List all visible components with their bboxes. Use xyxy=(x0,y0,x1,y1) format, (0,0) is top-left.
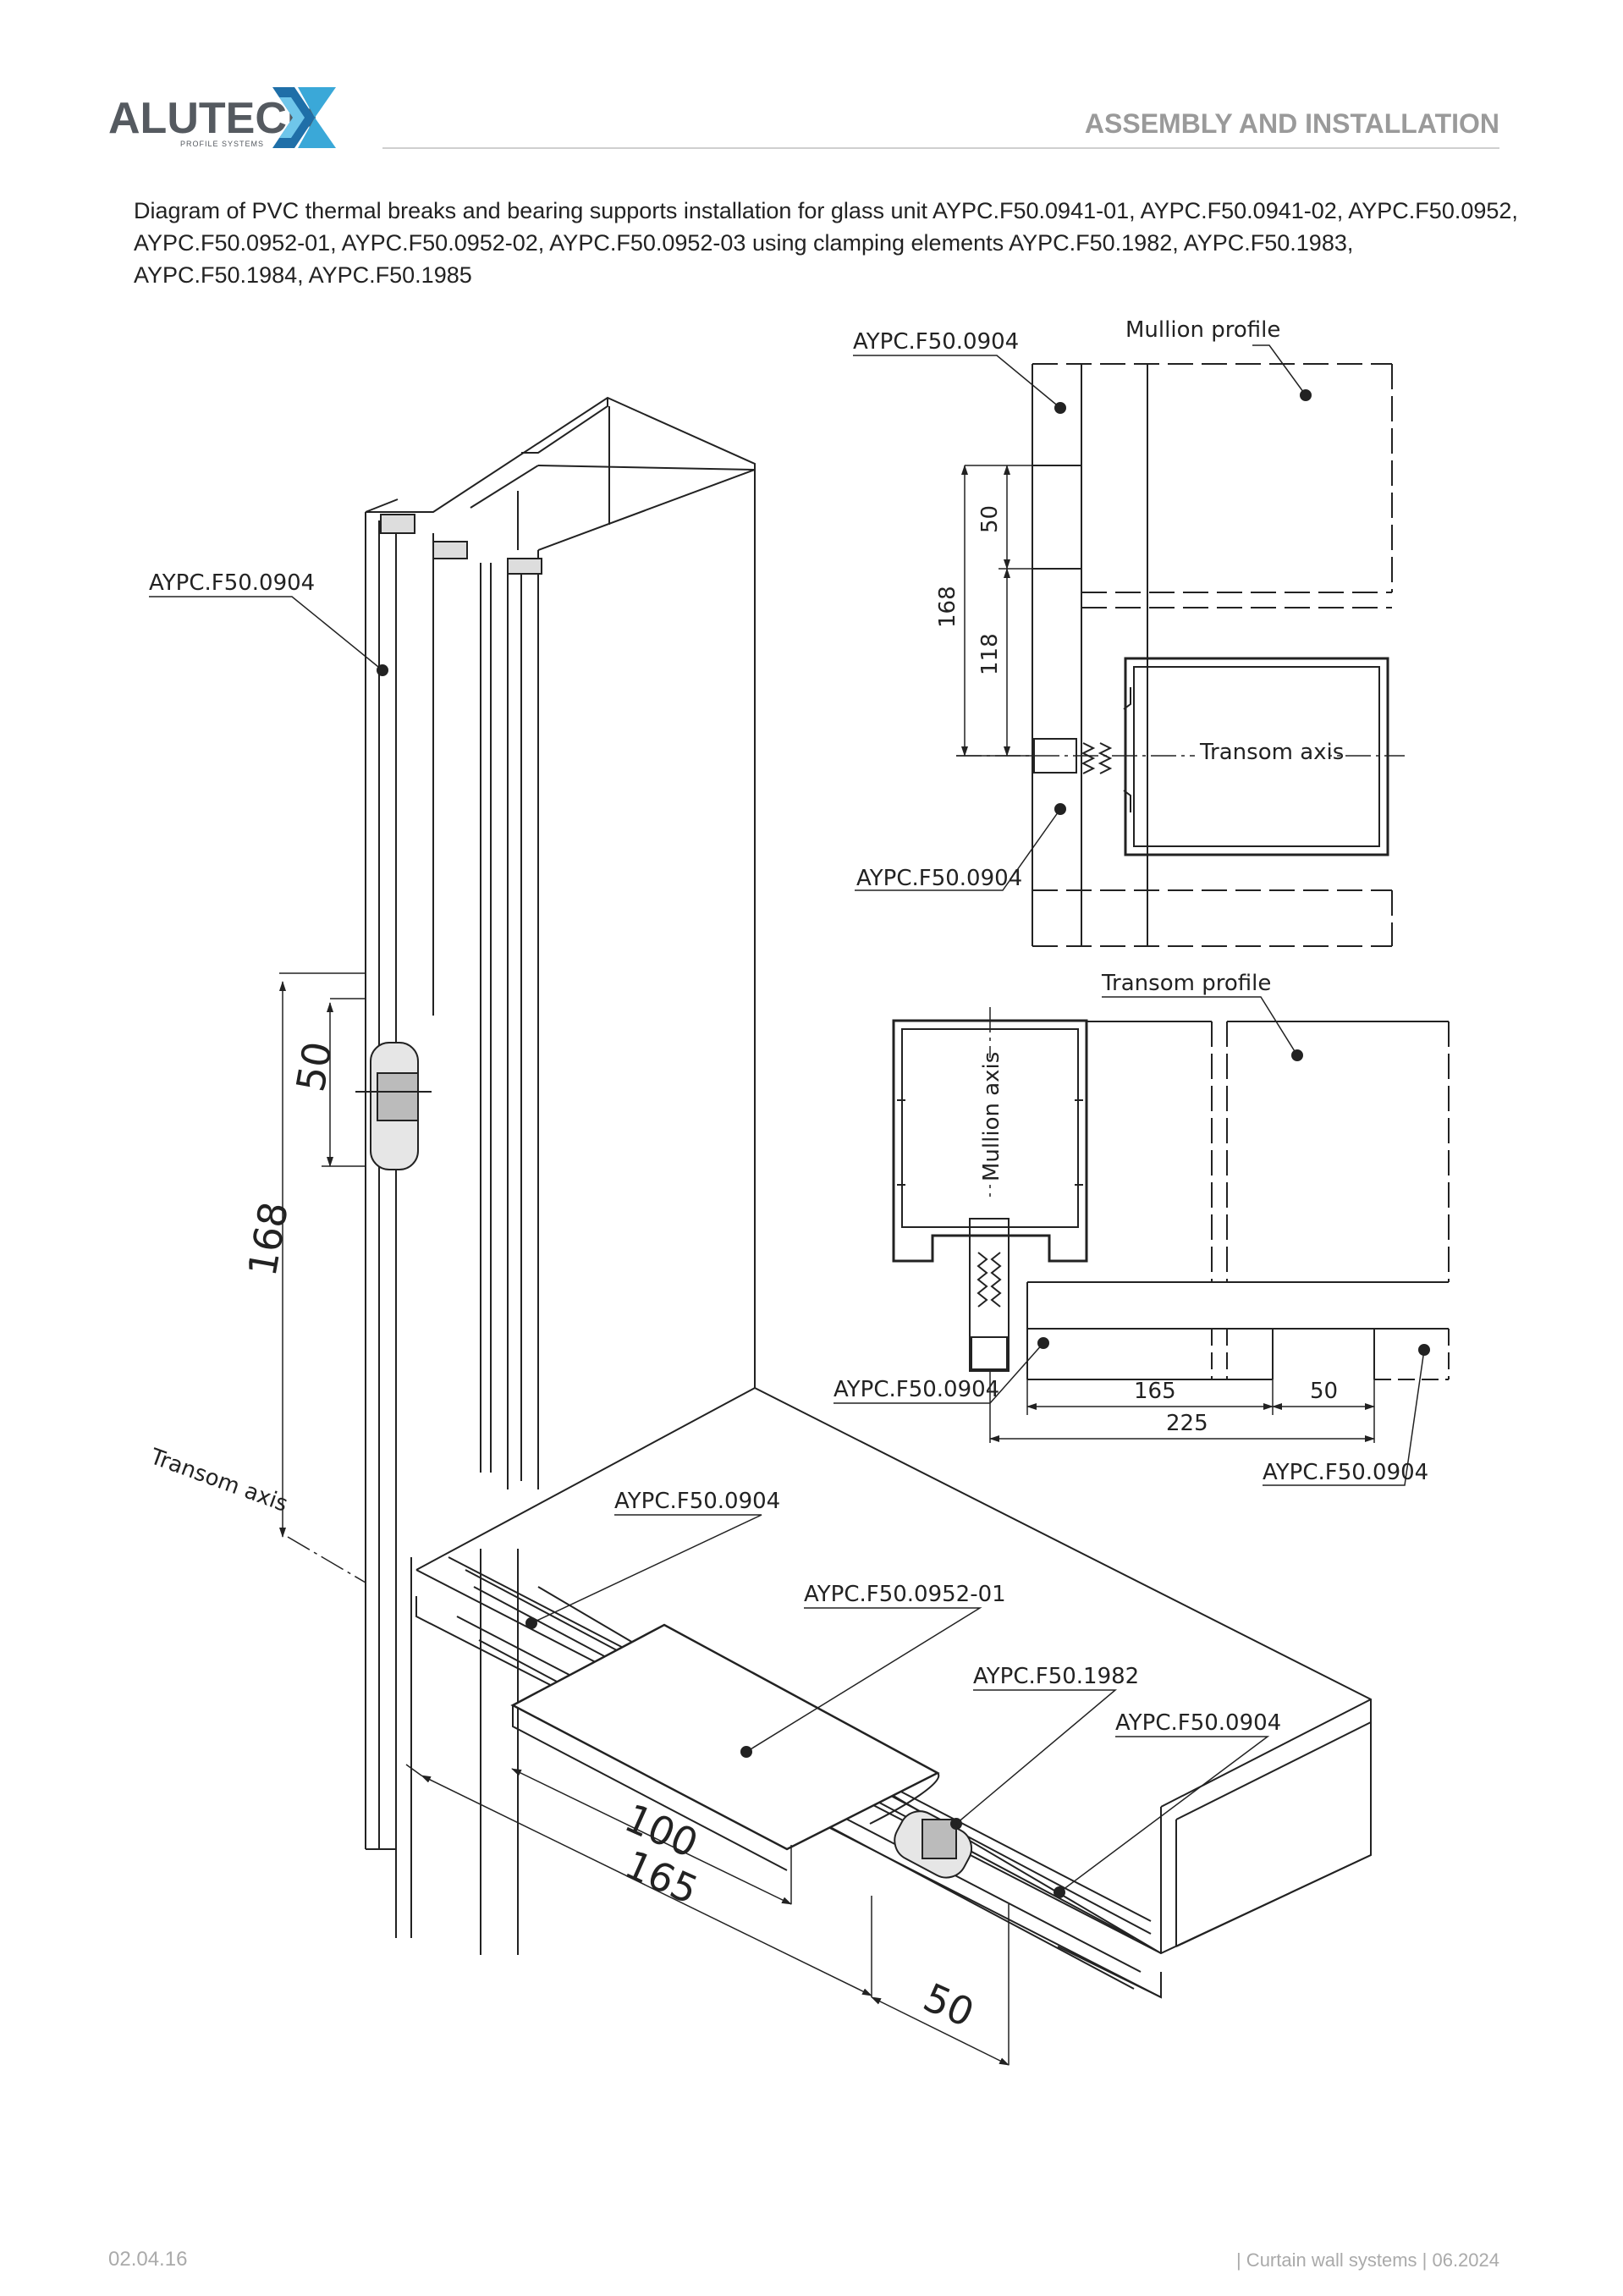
logo-mark-icon xyxy=(272,87,336,148)
side-section-view xyxy=(834,996,1450,1486)
side-callout-left: AYPC.F50.0904 xyxy=(834,1377,999,1402)
iso-dim-50: 50 xyxy=(288,1038,341,1095)
iso-dim-168: 168 xyxy=(239,1198,297,1280)
page-number: 02.04.16 xyxy=(108,2248,188,2271)
iso-dim-50b: 50 xyxy=(917,1974,981,2036)
iso-callout-glass: AYPC.F50.0952-01 xyxy=(804,1582,1006,1607)
diagram-description: Diagram of PVC thermal breaks and bearin… xyxy=(134,195,1518,291)
header-divider xyxy=(382,147,1499,149)
transom-axis-bg xyxy=(1195,736,1330,765)
isometric-view xyxy=(149,396,1372,2066)
side-dim-165: 165 xyxy=(1134,1379,1176,1404)
top-dim-118: 118 xyxy=(977,633,1003,675)
top-dim-50: 50 xyxy=(977,505,1003,533)
iso-callout-spacer: AYPC.F50.0904 xyxy=(614,1489,780,1514)
mullion-profile-label: Mullion profile xyxy=(1125,317,1280,343)
top-callout-lower: AYPC.F50.0904 xyxy=(856,866,1022,891)
top-dim-168: 168 xyxy=(935,586,960,628)
iso-callout-break: AYPC.F50.0904 xyxy=(1115,1710,1281,1736)
side-callout-right: AYPC.F50.0904 xyxy=(1263,1460,1428,1485)
transom-profile-label: Transom profile xyxy=(1101,971,1271,996)
iso-transom-axis-label: Transom axis xyxy=(146,1444,291,1517)
top-transom-axis-label: Transom axis xyxy=(1199,740,1344,765)
top-section-view xyxy=(853,344,1405,947)
description-line-2: AYPC.F50.0952-01, AYPC.F50.0952-02, AYPC… xyxy=(134,230,1354,256)
section-title: ASSEMBLY AND INSTALLATION xyxy=(1084,108,1499,139)
brand-subtitle: PROFILE SYSTEMS xyxy=(180,140,265,148)
mullion-axis-bg xyxy=(975,1058,1005,1185)
top-callout-upper: AYPC.F50.0904 xyxy=(853,329,1019,355)
description-line-3: AYPC.F50.1984, AYPC.F50.1985 xyxy=(134,262,472,288)
description-line-1: Diagram of PVC thermal breaks and bearin… xyxy=(134,198,1518,223)
iso-callout-left: AYPC.F50.0904 xyxy=(149,570,315,596)
document-info: | Curtain wall systems | 06.2024 xyxy=(1235,2249,1499,2271)
side-mullion-axis-label: Mullion axis xyxy=(979,1052,1004,1181)
iso-callout-clamp: AYPC.F50.1982 xyxy=(973,1664,1139,1689)
side-dim-225: 225 xyxy=(1166,1411,1208,1436)
side-dim-50: 50 xyxy=(1310,1379,1338,1404)
